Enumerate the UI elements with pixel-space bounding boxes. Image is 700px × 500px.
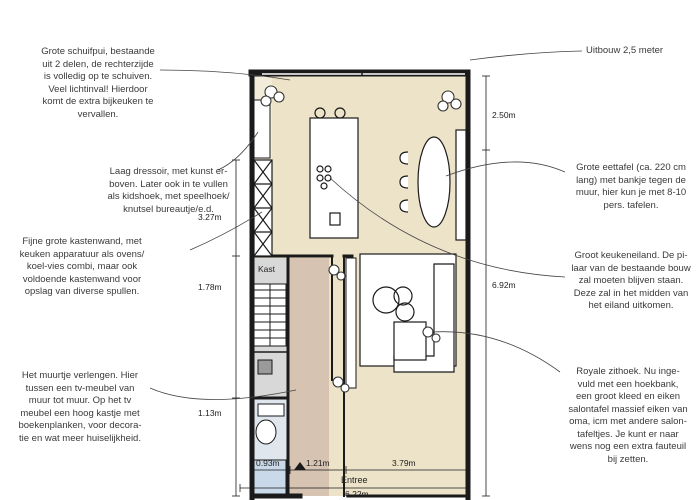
note-dressoir: Laag dressoir, met kunst er- boven. Late… xyxy=(107,166,230,215)
dimension-lines xyxy=(232,75,490,497)
sliding-door xyxy=(262,72,465,76)
kitchen-island xyxy=(309,117,359,239)
dim-1-13: 1.13m xyxy=(198,408,222,418)
dim-3-79: 3.79m xyxy=(392,458,416,468)
dim-2-50: 2.50m xyxy=(492,110,516,120)
bar-stools xyxy=(314,107,346,119)
note-muurtje: Het muurtje verlengen. Hier tussen een t… xyxy=(18,370,142,444)
tv-cabinet xyxy=(345,257,357,389)
entrance-arrow xyxy=(294,462,306,470)
dressoir xyxy=(253,99,271,159)
dim-6-22: 6.22m xyxy=(345,489,369,499)
note-zithoek: Royale zithoek. Nu inge- vuld met een ho… xyxy=(568,366,688,465)
seating-area xyxy=(359,253,457,373)
dim-3-27: 3.27m xyxy=(198,212,222,222)
note-keukeneiland: Groot keukeneiland. De pi- laar van de b… xyxy=(571,250,691,311)
dim-6-92: 6.92m xyxy=(492,280,516,290)
staircase xyxy=(253,283,287,347)
dim-1-21: 1.21m xyxy=(306,458,330,468)
label-entree: Entree xyxy=(341,475,368,485)
walls xyxy=(248,69,471,500)
plants xyxy=(260,85,462,393)
dim-1-78: 1.78m xyxy=(198,282,222,292)
hallway-wood-floor xyxy=(289,258,329,496)
label-kast: Kast xyxy=(258,264,276,274)
note-eettafel: Grote eettafel (ca. 220 cm lang) met ban… xyxy=(575,162,687,211)
kastenwand xyxy=(253,159,273,257)
leader-lines xyxy=(149,50,583,400)
note-schuifpui: Grote schuifpui, bestaande uit 2 delen, … xyxy=(41,46,155,120)
note-uitbouw: Uitbouw 2,5 meter xyxy=(586,45,664,56)
dining-table xyxy=(399,129,467,241)
note-kastenwand: Fijne grote kastenwand, met keuken appar… xyxy=(19,236,145,297)
dim-0-93: 0.93m xyxy=(256,458,280,468)
